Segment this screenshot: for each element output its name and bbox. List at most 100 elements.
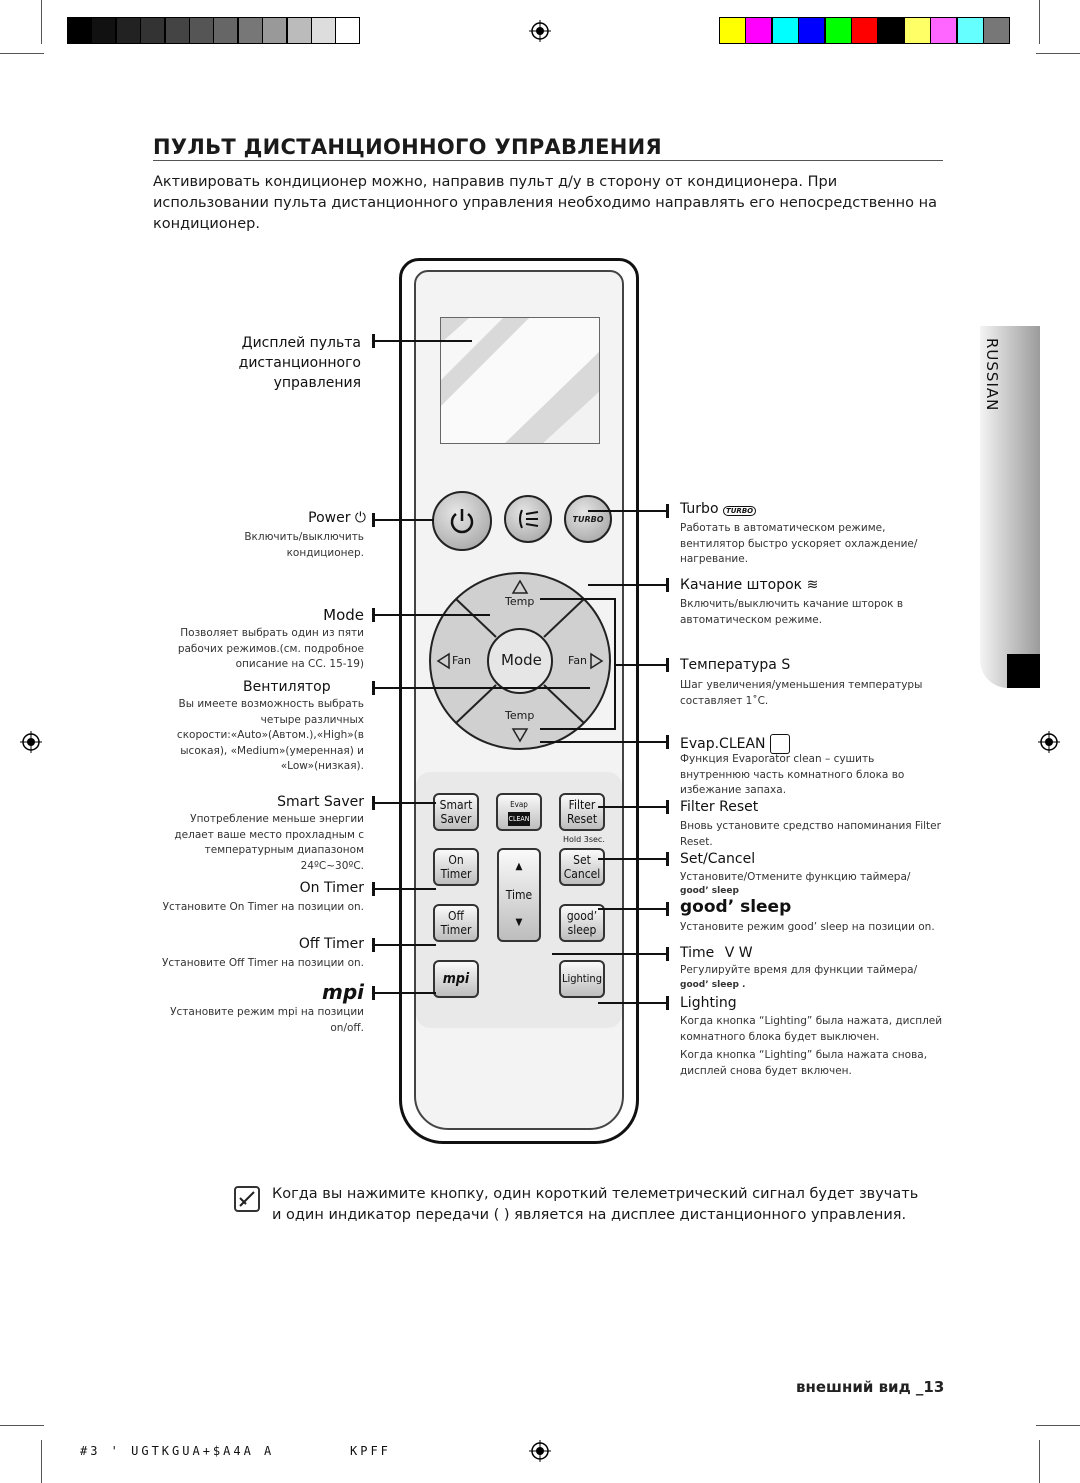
leader-line [598,908,668,910]
filter-reset-label: Filter Reset [680,799,759,815]
leader-line [614,598,616,730]
temp-down-button[interactable]: Temp [505,709,535,722]
timer-label: Timer [440,867,472,881]
time-good-sleep: good’ sleep . [680,980,746,990]
lighting-desc-1: Когда кнопка “Lighting” была нажата, дис… [680,1015,943,1043]
reset-label: Reset [566,812,598,826]
leader-line [372,944,436,946]
fan-right-button[interactable]: Fan [568,654,588,667]
mode-label: Mode [323,606,364,624]
leader-line [540,741,668,743]
off-timer-button[interactable]: Off Timer [433,904,479,942]
power-button[interactable] [432,491,492,551]
gray-swatch [335,17,361,44]
set-cancel-desc: Установите/Отмените функцию таймера/ [680,871,911,883]
color-swatch [851,17,878,44]
leader-line [598,806,668,808]
crop-mark [1039,1440,1040,1483]
crop-mark [41,1440,42,1483]
color-swatch [903,17,931,44]
leader-line [372,802,436,804]
smart-saver-button[interactable]: Smart Saver [433,793,479,831]
turbo-button[interactable]: TURBO [564,495,612,543]
gray-swatch [262,17,288,44]
color-swatch [930,17,958,44]
leader-line [372,687,590,689]
on-timer-desc: Установите On Timer на позиции on. [162,901,364,913]
good-sleep-button[interactable]: good’ sleep [559,904,605,942]
gray-swatch [91,17,117,44]
leader-line [540,728,616,730]
turbo-label-text: Turbo [680,501,719,517]
power-icon [450,509,474,534]
mode-button[interactable]: Mode [501,651,542,669]
set-label: Set [573,853,591,867]
crop-mark [1039,0,1040,44]
color-swatch [824,17,852,44]
mpi-label: mpi [442,971,470,987]
time-desc: Регулируйте время для функции таймера/ [680,964,918,976]
title-divider [153,160,943,161]
color-swatch [983,17,1010,44]
hold-note: Hold 3sec. [563,835,605,844]
color-swatch [719,17,746,44]
gray-swatch [286,17,312,44]
evap-clean-button[interactable]: Evap CLEAN [496,793,542,831]
gray-swatch [140,17,166,44]
crop-mark [1036,53,1080,54]
mpi-button[interactable]: mpi [433,960,479,998]
color-swatch [798,17,826,44]
language-label: RUSSIAN [983,338,1001,412]
lighting-label: Lighting [561,972,602,985]
set-cancel-button[interactable]: Set Cancel [559,848,605,886]
turbo-label: Turbo TURBO [680,501,757,517]
color-swatch [745,17,773,44]
note-icon [234,1186,260,1212]
page-title: ПУЛЬТ ДИСТАНЦИОННОГО УПРАВЛЕНИЯ [153,135,662,159]
display-glare [441,318,599,443]
on-timer-button[interactable]: On Timer [433,848,479,886]
temperature-label-text: Температура [680,657,777,673]
fan-label: Вентилятор [243,679,331,695]
side-tab-marker [1007,654,1040,688]
leader-line [598,1002,668,1004]
lighting-button[interactable]: Lighting [559,960,605,998]
power-icon: ⏻ [354,510,366,526]
mpi-label: mpi [321,980,364,1004]
print-slug-right: KPFF [350,1444,391,1458]
cancel-label: Cancel [563,867,601,881]
power-desc: Включить/выключить кондиционер. [244,531,364,559]
timer-label: Timer [440,923,472,937]
off-label: Off [448,909,464,923]
clean-label: CLEAN [508,812,530,826]
evap-clean-label: Evap.CLEAN [680,734,790,754]
leader-line [598,858,668,860]
saver-label: Saver [440,812,472,826]
swing-button[interactable] [504,495,552,543]
swing-desc: Включить/выключить качание шторок в авто… [680,598,904,626]
good-label: good’ [566,909,598,923]
temperature-label: Температура S [680,657,790,673]
time-label: Time [505,888,533,902]
turbo-desc: Работать в автоматическом режиме, вентил… [680,522,918,565]
gray-swatch [164,17,190,44]
time-rocker-button[interactable]: ▲ Time ▼ [497,848,541,942]
color-swatch [956,17,984,44]
filter-reset-button[interactable]: Filter Reset [559,793,605,831]
evap-clean-label-text: Evap.CLEAN [680,736,766,752]
set-cancel-label: Set/Cancel [680,851,756,867]
mpi-desc: Установите режим mpi на позиции on/off. [170,1006,364,1034]
language-side-tab [980,326,1040,688]
leader-line [552,953,668,955]
gray-swatch [213,17,239,44]
swing-label: Качание шторок ≋ [680,577,818,593]
filter-label: Filter [568,798,596,812]
down-arrow-icon: ▼ [515,917,523,928]
temp-up-button[interactable]: Temp [505,595,535,608]
time-label-text: Time [680,945,715,961]
off-timer-desc: Установите Off Timer на позиции on. [161,957,364,969]
fan-left-button[interactable]: Fan [452,654,472,667]
fan-desc: Вы имеете возможность выбрать четыре раз… [176,698,364,772]
leader-line [372,614,490,616]
color-swatch [771,17,799,44]
